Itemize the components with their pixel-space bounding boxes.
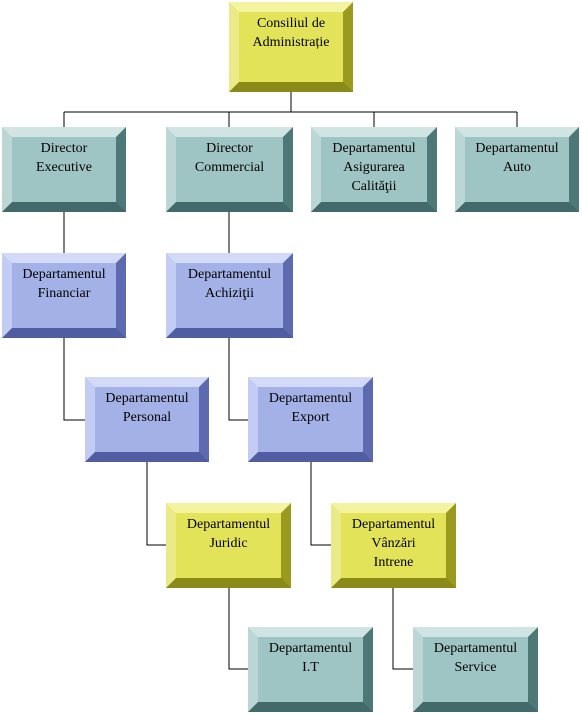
- node-label-line: Calităţii: [351, 179, 397, 194]
- connector-personal: [63, 338, 85, 421]
- node-label-line: Administrație: [252, 35, 330, 50]
- node-label-line: Achiziţii: [205, 286, 254, 301]
- node-label-line: Departamentul: [332, 141, 416, 156]
- connector-service: [392, 588, 413, 670]
- connector-it: [228, 588, 248, 670]
- node-label-line: Departamentul: [268, 641, 353, 656]
- node-label-line: Intrene: [373, 555, 414, 570]
- node-label-line: Executive: [36, 160, 92, 175]
- node-label-line: Departamentul: [22, 267, 106, 282]
- node-label-line: Director: [206, 141, 253, 156]
- node-label-line: Departamentul: [187, 267, 272, 282]
- node-label-line: Export: [291, 410, 330, 425]
- node-label-line: I.T: [302, 660, 319, 675]
- node-consiliul-de-administratie: Consiliul de Administrație: [229, 2, 353, 92]
- node-label-line: Asigurarea: [343, 160, 405, 175]
- node-label-line: Consiliul de: [256, 16, 326, 31]
- node-label-line: Departamentul: [433, 641, 518, 656]
- node-label-line: Auto: [503, 160, 531, 175]
- connector-export: [228, 338, 248, 421]
- connector-vanzari-intrene: [310, 462, 331, 546]
- node-label-line: Juridic: [209, 536, 248, 551]
- connector-juridic: [146, 462, 166, 546]
- node-label-line: Personal: [122, 410, 172, 425]
- node-label-line: Departamentul: [351, 517, 436, 532]
- node-label-line: Departamentul: [186, 517, 271, 532]
- node-label-line: Departamentul: [475, 141, 559, 156]
- node-label-line: Service: [454, 660, 497, 675]
- node-label-line: Vânzări: [371, 536, 416, 551]
- node-label-line: Departamentul: [268, 391, 353, 406]
- node-label-line: Commercial: [194, 160, 265, 175]
- node-label-line: Director: [40, 141, 88, 156]
- node-label-line: Departamentul: [105, 391, 189, 406]
- node-label-line: Financiar: [37, 286, 91, 301]
